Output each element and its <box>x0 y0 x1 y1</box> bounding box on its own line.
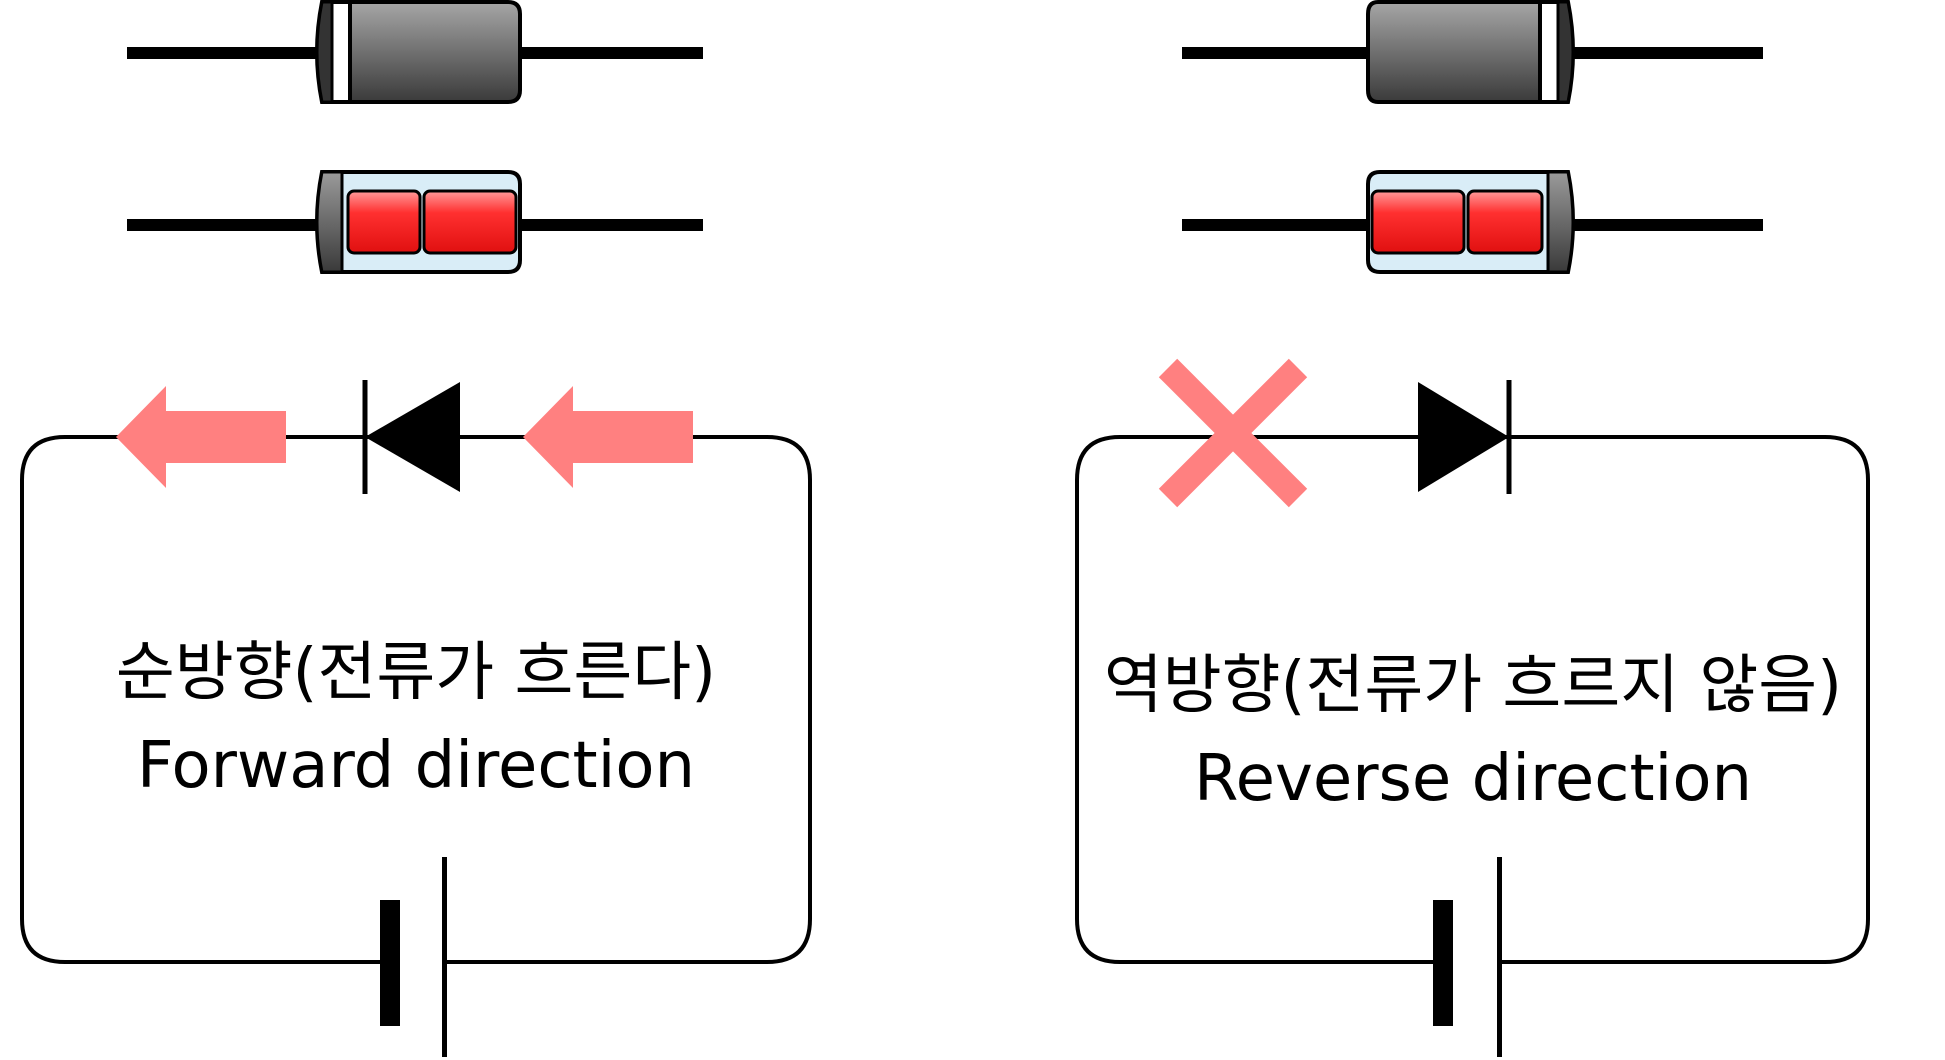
reverse-label-ko: 역방향(전류가 흐르지 않음) <box>1104 649 1842 723</box>
forward-panel: 순방향(전류가 흐른다) Forward direction <box>20 0 812 1057</box>
forward-battery-icon <box>380 857 447 1057</box>
current-flow-arrow-icon <box>523 386 693 488</box>
reverse-diode-package-icon <box>1182 0 1763 104</box>
forward-diode-package-icon <box>127 0 703 104</box>
reverse-panel: 역방향(전류가 흐르지 않음) Reverse direction <box>1075 0 1870 1057</box>
forward-diode-symbol-icon <box>362 380 460 494</box>
forward-label-ko: 순방향(전류가 흐른다) <box>116 636 716 710</box>
no-current-cross-icon <box>1158 358 1308 508</box>
reverse-diode-symbol-icon <box>1418 380 1512 494</box>
forward-diode-cutaway-icon <box>127 170 703 274</box>
reverse-battery-icon <box>1433 857 1502 1057</box>
reverse-diode-cutaway-icon <box>1182 170 1763 274</box>
reverse-label-en: Reverse direction <box>1194 742 1752 816</box>
forward-label-en: Forward direction <box>137 729 695 803</box>
current-flow-arrow-icon <box>116 386 286 488</box>
